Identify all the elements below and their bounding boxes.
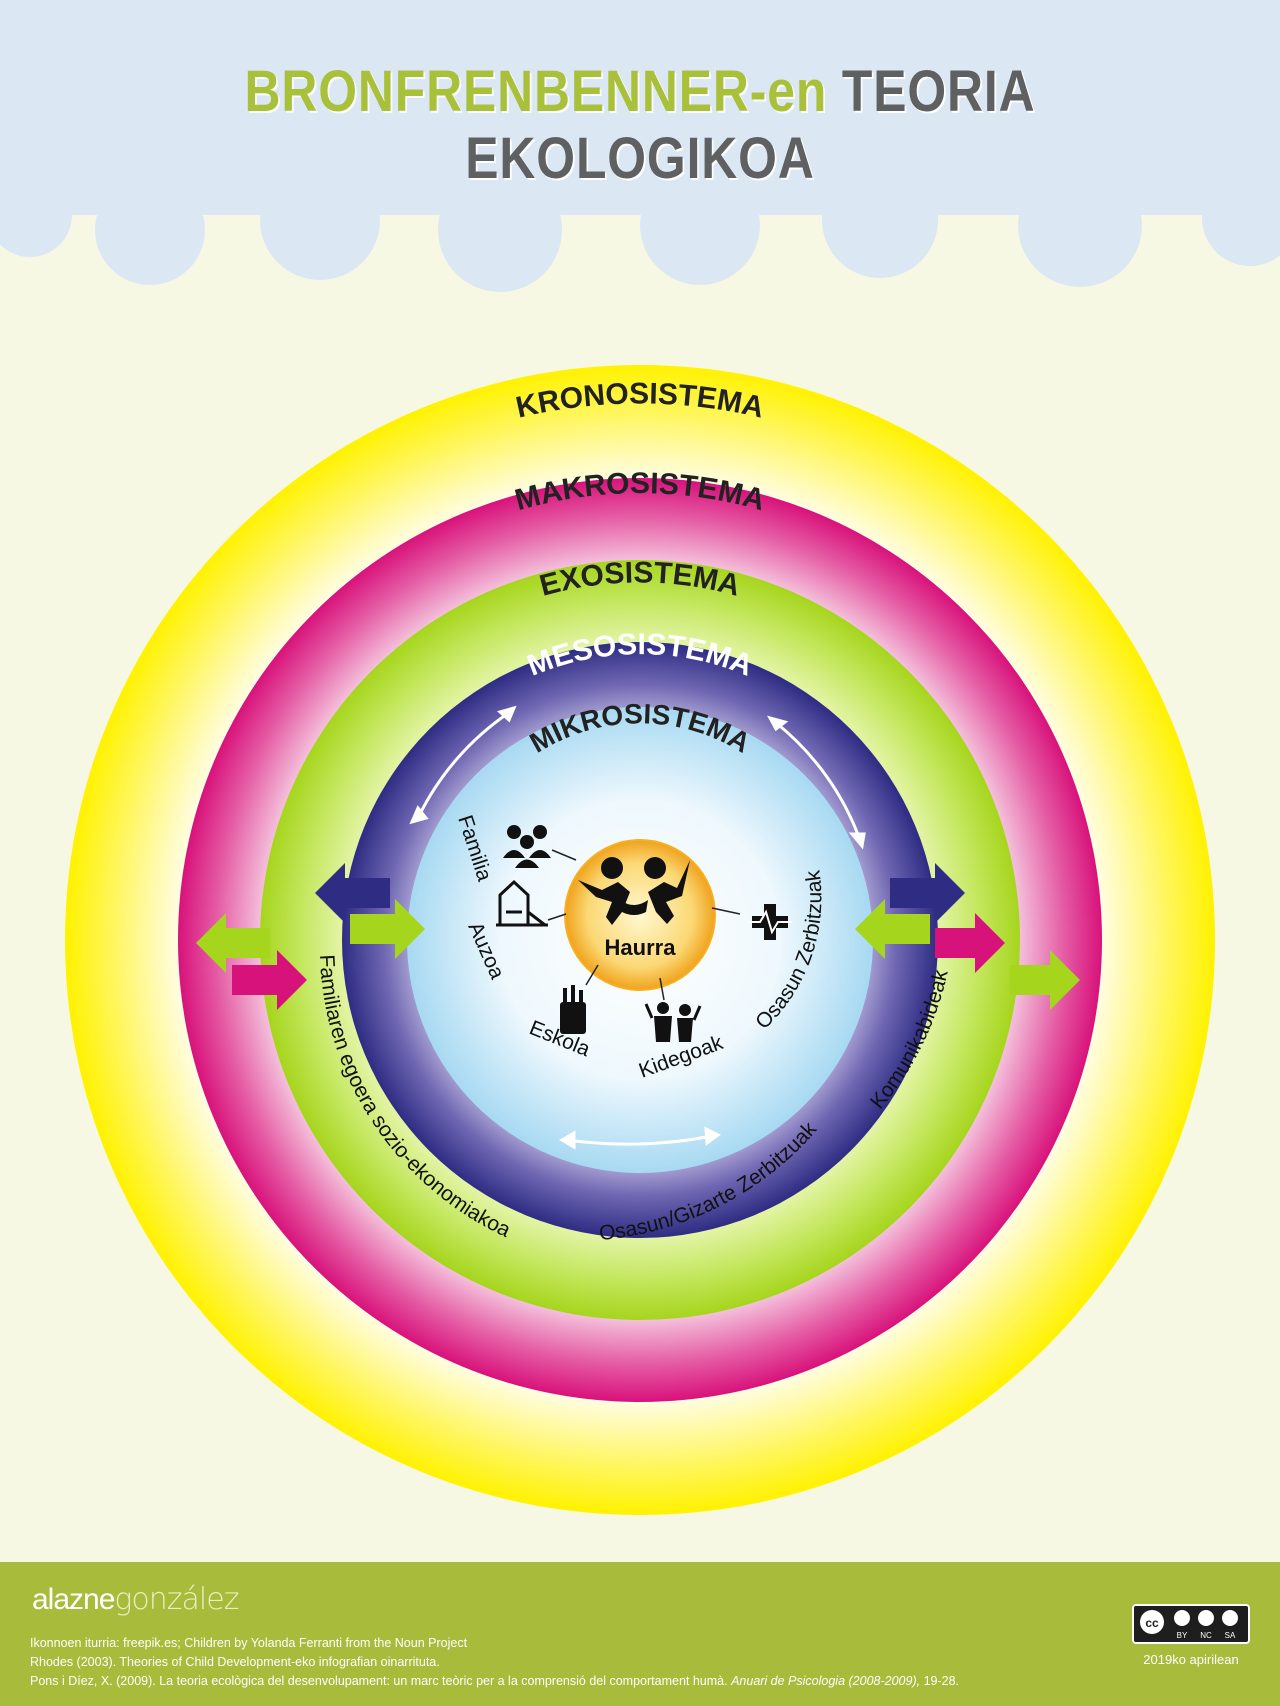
left-exchange-arrows (196, 863, 425, 1010)
by-icon (1174, 1610, 1190, 1626)
meso-connections (409, 705, 866, 1150)
school-supplies-icon (560, 985, 586, 1034)
svg-text:cc: cc (1145, 1616, 1159, 1630)
credit-line-2: Rhodes (2003). Theories of Child Develop… (30, 1655, 440, 1669)
arrow-exo-to-meso (315, 863, 390, 923)
license-sa: SA (1225, 1631, 1236, 1640)
title-part2: TEORIA EKOLOGIKOA (465, 59, 1036, 191)
meso-arrowhead (496, 705, 517, 723)
cc-license-badge: cc BY NC SA (1132, 1604, 1250, 1644)
sa-icon (1222, 1610, 1238, 1626)
meso-arrow-bottom (567, 1134, 713, 1146)
right-exchange-arrows (855, 863, 1080, 1010)
license-block: cc BY NC SA 2019ko apirilean (1132, 1604, 1250, 1667)
meso-arrowhead (767, 715, 789, 732)
credit-line-3: Pons i Díez, X. (2009). La teoria ecològ… (30, 1674, 960, 1688)
family-icon (503, 825, 551, 868)
credit-line-1: Ikonnoen iturria: freepik.es; Children b… (30, 1636, 468, 1650)
brand-second: gonzález (114, 1582, 239, 1617)
credits: Ikonnoen iturria: freepik.es; Children b… (30, 1634, 959, 1691)
brand-first: alazne (32, 1583, 115, 1616)
arrow-exo-to-makro-right (1010, 950, 1080, 1010)
meso-arrowhead (704, 1126, 721, 1146)
brand-logo: alaznegonzález (32, 1582, 239, 1617)
meso-arrow-left (416, 710, 511, 819)
health-icon (748, 904, 792, 940)
mikro-connectors (547, 849, 741, 1001)
arrow-exo-to-meso-right (890, 863, 965, 923)
meso-arrow-right (774, 720, 862, 841)
license-nc: NC (1200, 1631, 1212, 1640)
center-circle (564, 839, 716, 991)
arrow-makro-to-exo (196, 913, 270, 973)
center-label: Haurra (605, 935, 677, 960)
meso-arrowhead (409, 805, 429, 825)
title-part1: BRONFRENBENNER-en (244, 59, 828, 124)
arrow-meso-to-exo (350, 899, 425, 959)
diagram-canvas: KRONOSISTEMA MAKROSISTEMA EXOSISTEMA MES… (0, 0, 1280, 1515)
arrow-meso-to-exo-right (855, 899, 930, 959)
meso-arrowhead (559, 1130, 576, 1150)
date-label: 2019ko apirilean (1143, 1652, 1239, 1667)
arrow-makro-to-exo-right (935, 913, 1005, 973)
nc-icon (1198, 1610, 1214, 1626)
cloud-sky (0, 0, 1280, 292)
page-title: BRONFRENBENNER-en TEORIA EKOLOGIKOA (90, 58, 1191, 192)
arrow-exo-to-makro (232, 950, 307, 1010)
children-icon (578, 857, 690, 925)
footer: alaznegonzález Ikonnoen iturria: freepik… (0, 1562, 1280, 1706)
meso-arrowhead (848, 832, 866, 850)
playground-icon (496, 879, 548, 927)
license-by: BY (1177, 1631, 1188, 1640)
kids-icon (644, 1002, 702, 1042)
